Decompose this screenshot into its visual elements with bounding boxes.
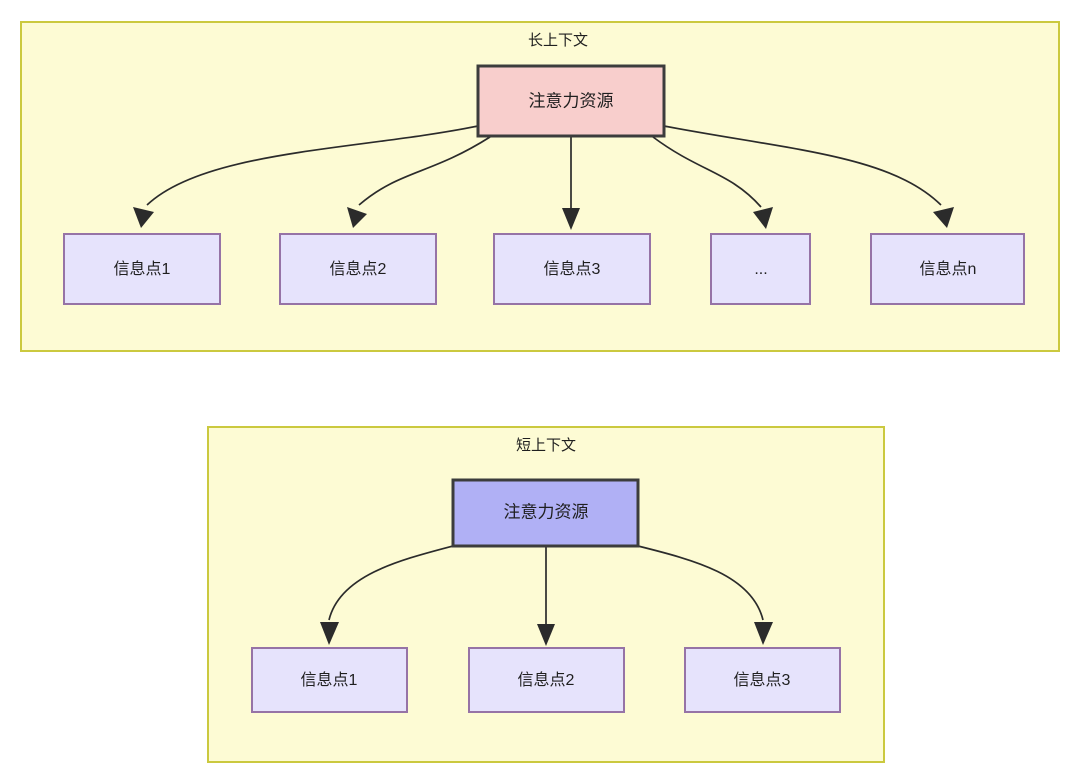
node-info-s2[interactable]: 信息点2 [468,647,625,713]
node-info-n-rect[interactable] [870,233,1025,305]
edge-attention-to-info-1 [146,125,479,206]
arrow-head-info-2 [347,207,367,228]
node-info-ellipsis-rect[interactable] [710,233,811,305]
node-info-2-rect[interactable] [279,233,437,305]
node-info-2-label: 信息点2 [330,260,387,278]
container-title-long-context: 长上下文 [528,32,588,49]
node-info-3-label: 信息点3 [544,260,601,278]
node-info-ellipsis-label: ... [754,261,767,278]
edge-attention-short-to-info-3 [637,545,764,621]
node-attention-short-label: 注意力资源 [504,502,589,521]
arrow-head-info-1 [133,207,154,228]
node-attention-long-rect[interactable] [476,64,666,138]
node-info-2[interactable]: 信息点2 [279,233,437,305]
arrow-head-info-ellipsis [753,207,773,229]
arrow-head-short-info-3 [754,622,773,645]
node-info-s1-rect[interactable] [251,647,408,713]
node-info-s2-rect[interactable] [468,647,625,713]
node-info-s1-label: 信息点1 [301,671,358,689]
node-info-1-rect[interactable] [63,233,221,305]
arrow-head-short-info-1 [320,622,339,645]
node-info-s3[interactable]: 信息点3 [684,647,841,713]
arrow-head-info-n [933,207,954,228]
edges-long-context [133,125,954,230]
group-long-context: 长上下文 注意 [20,21,1060,352]
arrow-head-info-3 [562,208,580,230]
node-attention-long-label: 注意力资源 [529,91,614,110]
node-info-n-label: 信息点n [920,260,977,278]
container-title-short-context: 短上下文 [516,437,576,454]
node-attention-long[interactable]: 注意力资源 [476,64,666,138]
node-info-3-rect[interactable] [493,233,651,305]
edge-attention-to-info-2 [358,136,491,206]
node-attention-short-rect[interactable] [451,478,640,548]
group-short-context: 短上下文 注意力资源 信息点1 [207,426,885,763]
node-info-1-label: 信息点1 [114,260,171,278]
edges-short-context [320,545,773,646]
node-info-n[interactable]: 信息点n [870,233,1025,305]
node-info-s3-label: 信息点3 [734,671,791,689]
node-info-3[interactable]: 信息点3 [493,233,651,305]
node-attention-short[interactable]: 注意力资源 [451,478,640,548]
edge-attention-short-to-info-1 [328,545,454,621]
node-info-ellipsis[interactable]: ... [710,233,811,305]
node-info-s1[interactable]: 信息点1 [251,647,408,713]
arrow-head-short-info-2 [537,624,555,646]
edge-attention-to-info-ellipsis [652,136,762,208]
node-info-1[interactable]: 信息点1 [63,233,221,305]
node-info-s2-label: 信息点2 [518,671,575,689]
node-info-s3-rect[interactable] [684,647,841,713]
edge-attention-to-info-n [663,125,942,206]
